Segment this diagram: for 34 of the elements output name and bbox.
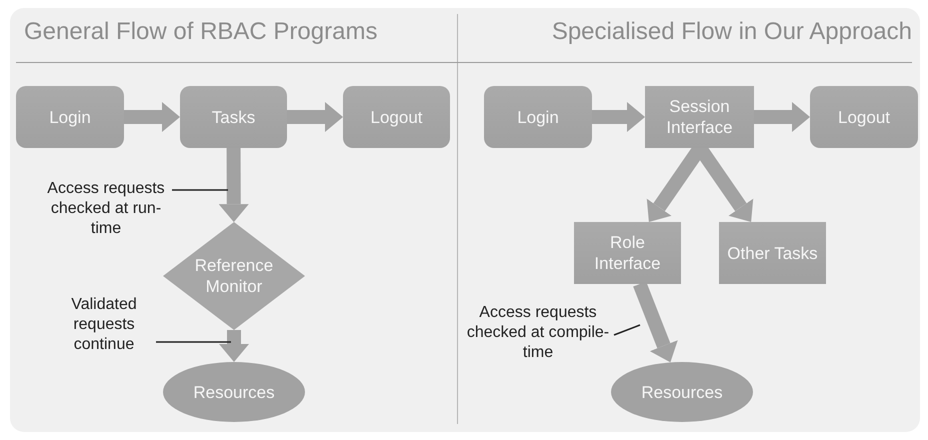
annotation-text: Validated requests continue [52, 290, 156, 360]
block-arrow [592, 102, 645, 132]
panel-heading: Specialised Flow in Our Approach [552, 18, 912, 46]
node-label: Resources [193, 382, 275, 402]
node-label: Role Interface [594, 233, 661, 273]
process-box [810, 86, 918, 148]
process-box [574, 222, 681, 284]
annotation-text: Access requests checked at run-time [40, 174, 172, 244]
process-box [180, 86, 287, 148]
node-label: Logout [838, 108, 890, 126]
node-label: Tasks [212, 108, 256, 126]
annotation-text: Access requests checked at compile-time [462, 298, 614, 368]
process-box [719, 222, 826, 284]
block-arrow [754, 102, 810, 132]
process-box [484, 86, 592, 148]
panel-heading: General Flow of RBAC Programs [24, 18, 378, 46]
node-label: Logout [370, 108, 422, 126]
node-label: Reference Monitor [194, 256, 274, 296]
node-label: Login [517, 108, 559, 126]
node-label: Login [49, 108, 91, 126]
block-arrow [218, 148, 249, 222]
process-box [16, 86, 124, 148]
block-arrow [219, 330, 249, 362]
process-box [343, 86, 450, 148]
process-box [645, 86, 754, 148]
block-arrow [287, 102, 343, 132]
leader-line [614, 324, 640, 336]
node-label: Other Tasks [727, 244, 818, 262]
leader-line [172, 189, 228, 191]
leader-line [156, 341, 231, 343]
decision-diamond [163, 222, 305, 330]
block-arrow [124, 102, 180, 132]
node-label: Resources [641, 382, 723, 402]
node-label: Session Interface [666, 97, 733, 137]
